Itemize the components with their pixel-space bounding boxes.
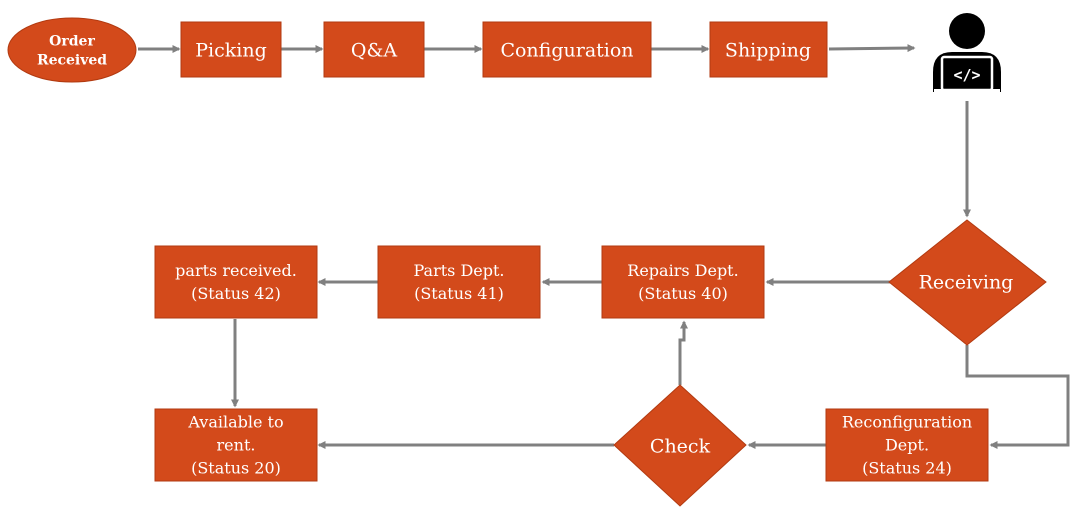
- label-parts-received-line-1: parts received.: [175, 261, 297, 280]
- edge-shipping-to-customer: [828, 44, 916, 53]
- label-repairs-line-1: Repairs Dept.: [627, 261, 738, 280]
- label-configuration: Configuration: [500, 40, 633, 62]
- label-qa: Q&A: [351, 40, 397, 62]
- label-picking-line-1: Picking: [195, 40, 267, 62]
- label-shipping: Shipping: [725, 40, 811, 62]
- label-parts-received-line-2: (Status 42): [191, 284, 281, 303]
- label-check: Check: [650, 436, 711, 458]
- node-shipping: [709, 21, 828, 78]
- label-available-line-3: (Status 20): [191, 459, 281, 478]
- label-shipping-line-1: Shipping: [725, 40, 811, 62]
- label-available-line-1: Available to: [187, 413, 283, 432]
- svg-text:</>: </>: [953, 66, 980, 84]
- label-receiving: Receiving: [919, 272, 1014, 294]
- node-reconfiguration: [825, 408, 989, 482]
- node-qa: [323, 21, 425, 78]
- node-configuration: [482, 21, 652, 78]
- label-order-received-line-2: Received: [37, 52, 107, 68]
- label-reconfiguration-line-2: Dept.: [885, 436, 929, 455]
- label-reconfiguration-line-1: Reconfiguration: [842, 413, 972, 432]
- label-configuration-line-1: Configuration: [500, 40, 633, 62]
- label-parts-received: parts received. (Status 42): [175, 261, 297, 303]
- label-reconfiguration-line-3: (Status 24): [862, 459, 952, 478]
- node-parts-dept: [377, 245, 541, 319]
- label-available: Available to rent. (Status 20): [187, 413, 283, 478]
- label-parts-dept-line-1: Parts Dept.: [413, 261, 504, 280]
- node-parts-received: [154, 245, 318, 319]
- edge-receiving-to-reconfiguration: [965, 345, 1070, 449]
- label-order-received-line-1: Order: [49, 33, 95, 49]
- label-repairs: Repairs Dept. (Status 40): [627, 261, 738, 303]
- node-available: [154, 408, 318, 482]
- connectors: [138, 44, 1070, 449]
- node-repairs: [601, 245, 765, 319]
- node-receiving: [888, 219, 1047, 346]
- label-parts-dept: Parts Dept. (Status 41): [413, 261, 504, 303]
- label-check-line-1: Check: [650, 436, 711, 458]
- node-picking: [180, 21, 282, 78]
- developer-at-laptop-icon: </>: [933, 13, 1001, 93]
- label-parts-dept-line-2: (Status 41): [414, 284, 504, 303]
- node-check: [613, 384, 747, 507]
- node-order-received: [7, 17, 137, 83]
- label-available-line-2: rent.: [217, 436, 256, 455]
- label-receiving-line-1: Receiving: [919, 272, 1014, 294]
- label-qa-line-1: Q&A: [351, 40, 397, 62]
- edge-check-to-repairs: [678, 320, 688, 385]
- label-repairs-line-2: (Status 40): [638, 284, 728, 303]
- label-picking: Picking: [195, 40, 267, 62]
